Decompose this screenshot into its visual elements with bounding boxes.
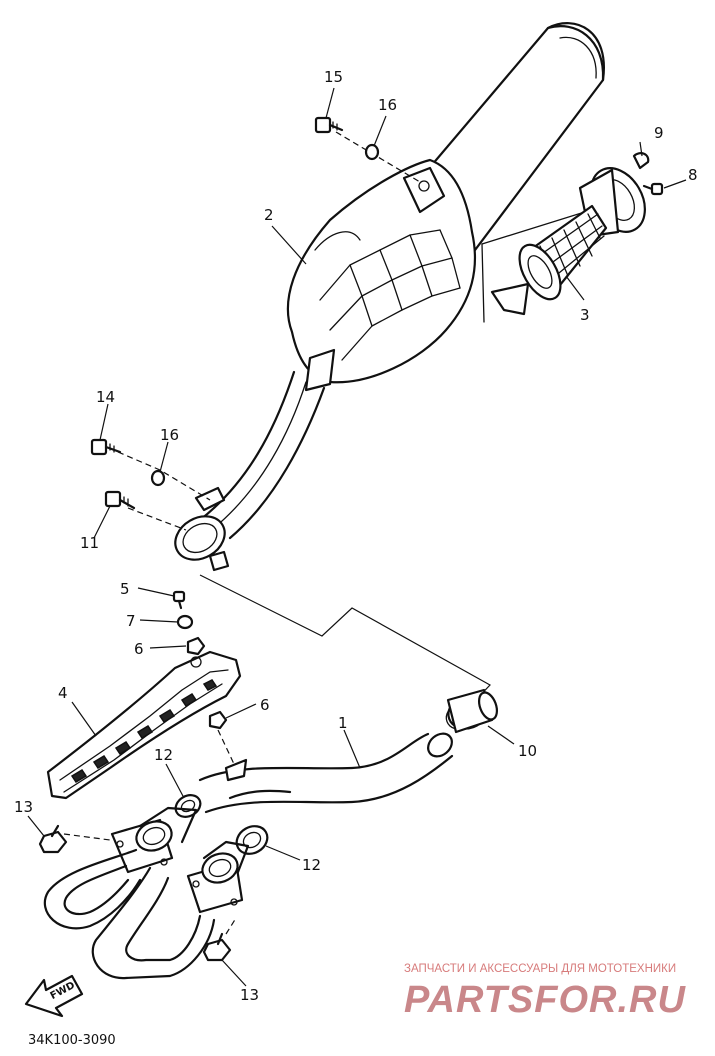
callout-6-lower: 6 (260, 696, 270, 714)
callout-16-lower: 16 (160, 426, 179, 444)
bolt-part-14 (90, 438, 122, 456)
exhaust-pipe-part-1 (43, 732, 454, 980)
callout-12-upper: 12 (154, 746, 173, 764)
bolt-part-13-left (38, 824, 111, 854)
diagram-code: 34K100-3090 (28, 1033, 116, 1048)
forward-direction-arrow: FWD (24, 974, 84, 1018)
washer-part-16-lower (150, 469, 166, 487)
bolt-part-11 (104, 490, 136, 510)
screw-part-8 (642, 182, 664, 196)
assembly-line-10 (199, 574, 491, 707)
callout-16-top: 16 (378, 96, 397, 114)
callout-15: 15 (324, 68, 343, 86)
callout-2: 2 (264, 206, 274, 224)
bolt-part-15 (314, 116, 344, 134)
gasket-part-10 (445, 688, 499, 734)
callout-10: 10 (518, 742, 537, 760)
callout-9: 9 (654, 124, 664, 142)
washer-part-16-top (364, 143, 380, 161)
callout-5: 5 (120, 580, 130, 598)
callout-13-right: 13 (240, 986, 259, 1004)
heat-protector-part-4 (46, 650, 242, 800)
nut-part-6-upper (186, 636, 206, 656)
gasket-part-12-upper (174, 794, 202, 818)
watermark-brand: PARTSFOR.RU (404, 979, 686, 1021)
callout-14: 14 (96, 388, 115, 406)
callout-12-lower: 12 (302, 856, 321, 874)
callout-6-upper: 6 (134, 640, 144, 658)
guide-line-11 (127, 507, 187, 531)
muffler-part-2 (286, 22, 606, 392)
gasket-part-12-lower (235, 825, 269, 855)
nut-part-6-lower (208, 710, 228, 730)
callout-1: 1 (338, 714, 348, 732)
callout-8: 8 (688, 166, 698, 184)
bolt-part-5 (172, 590, 186, 610)
washer-part-7 (176, 614, 194, 630)
connector-pipe (174, 370, 326, 572)
spark-arrester-part-3 (481, 167, 646, 323)
callout-3: 3 (580, 306, 590, 324)
callout-4: 4 (58, 684, 68, 702)
leader-lines (27, 87, 687, 987)
callout-7: 7 (126, 612, 136, 630)
clip-part-9 (632, 152, 650, 170)
watermark-tagline: ЗАПЧАСТИ И АКСЕССУАРЫ ДЛЯ МОТОТЕХНИКИ (404, 963, 676, 975)
callout-13-left: 13 (14, 798, 33, 816)
callout-11: 11 (80, 534, 99, 552)
